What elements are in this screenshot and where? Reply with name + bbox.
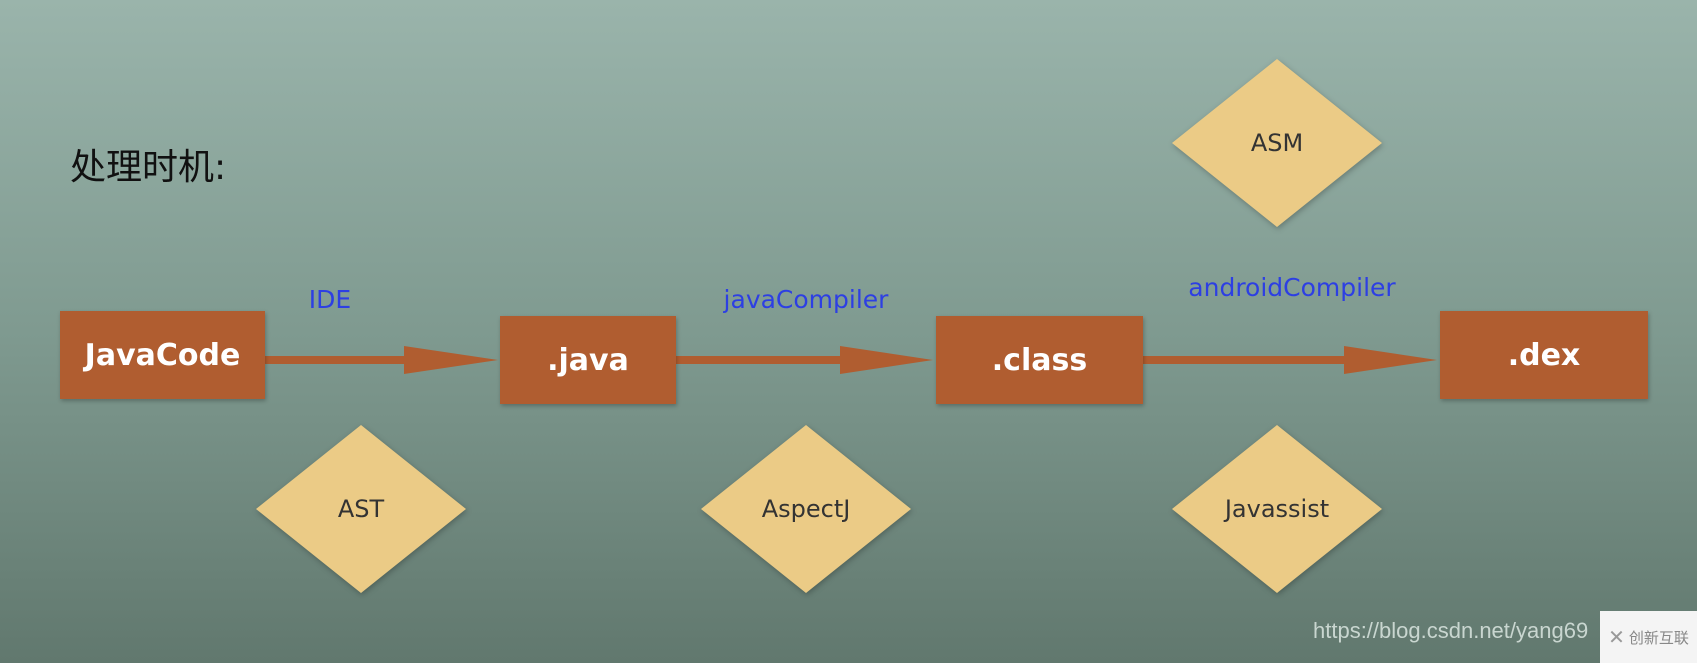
arrow-androidcompiler-line [1143, 356, 1353, 364]
node-label: .java [547, 342, 629, 378]
logo-icon: ✕ [1608, 625, 1625, 649]
brand-logo: ✕ 创新互联 [1600, 611, 1697, 663]
diagram-title: 处理时机: [70, 147, 227, 188]
edge-label-ide: IDE [308, 285, 352, 314]
diamond-ast [256, 425, 466, 593]
watermark-url: https://blog.csdn.net/yang69 [1313, 618, 1589, 643]
tool-javassist: Javassist [1224, 495, 1330, 523]
diamond-javassist [1172, 425, 1382, 593]
arrow-javacompiler-line [676, 356, 851, 364]
tool-ast: AST [337, 495, 385, 523]
arrow-ide-line [265, 356, 415, 364]
tool-aspectj: AspectJ [761, 495, 851, 523]
tool-asm: ASM [1250, 129, 1304, 157]
logo-text: 创新互联 [1628, 628, 1689, 647]
node-dex: .dex [1440, 311, 1648, 399]
node-label: .dex [1507, 337, 1581, 373]
edge-label-androidcompiler: androidCompiler [1188, 273, 1396, 302]
arrow-androidcompiler-head [1344, 346, 1437, 374]
node-label: JavaCode [84, 337, 241, 373]
arrow-ide-head [404, 346, 498, 374]
arrow-javacompiler-head [840, 346, 933, 374]
edge-label-javacompiler: javaCompiler [723, 285, 889, 314]
node-java: .java [500, 316, 676, 404]
diamond-aspectj [701, 425, 911, 593]
node-label: .class [991, 342, 1088, 378]
node-javacode: JavaCode [60, 311, 265, 399]
node-class: .class [936, 316, 1143, 404]
diamond-asm [1172, 59, 1382, 227]
